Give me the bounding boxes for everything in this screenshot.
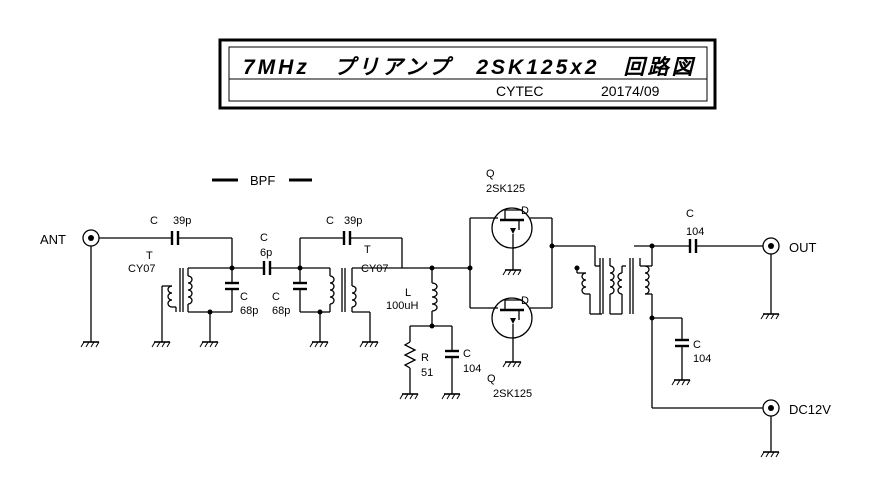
svg-text:2SK125: 2SK125 bbox=[486, 183, 525, 195]
svg-text:C: C bbox=[260, 232, 268, 244]
svg-text:68p: 68p bbox=[240, 305, 258, 317]
svg-text:51: 51 bbox=[421, 367, 433, 379]
cap-bypass-2: C 104 bbox=[671, 318, 711, 386]
ant-connector: ANT bbox=[40, 229, 100, 348]
bpf-label: BPF bbox=[250, 173, 275, 188]
cap-out: C 104 bbox=[686, 208, 704, 253]
svg-text:104: 104 bbox=[686, 226, 704, 238]
svg-text:CY07: CY07 bbox=[361, 263, 389, 275]
svg-text:C: C bbox=[686, 208, 694, 220]
svg-text:C: C bbox=[693, 339, 701, 351]
cap-39p-2: C 39p bbox=[326, 215, 362, 245]
resistor-r: R 51 bbox=[399, 326, 433, 400]
svg-text:D: D bbox=[521, 295, 529, 307]
page-title: 7MHz プリアンプ 2SK125x2 回路図 bbox=[243, 55, 696, 79]
dc-connector: DC12V bbox=[760, 399, 831, 458]
svg-text:6p: 6p bbox=[260, 247, 272, 259]
svg-text:T: T bbox=[364, 244, 371, 256]
svg-text:C: C bbox=[150, 215, 158, 227]
transformer-t2: T CY07 bbox=[300, 244, 402, 348]
svg-text:39p: 39p bbox=[344, 215, 362, 227]
cap-c-in: C 39p bbox=[150, 215, 191, 245]
dc-label: DC12V bbox=[789, 402, 831, 417]
out-connector: OUT bbox=[760, 237, 817, 320]
inductor-l: L 100uH bbox=[386, 268, 438, 326]
out-label: OUT bbox=[789, 240, 817, 255]
svg-text:T: T bbox=[146, 250, 153, 262]
svg-text:104: 104 bbox=[693, 353, 711, 365]
cap-68p-2: C 68p bbox=[272, 268, 307, 317]
svg-text:CY07: CY07 bbox=[128, 263, 156, 275]
svg-text:L: L bbox=[405, 287, 411, 299]
svg-text:104: 104 bbox=[463, 363, 481, 375]
bpf-marker: BPF bbox=[212, 173, 312, 188]
fet-q1: Q 2SK125 D bbox=[486, 168, 533, 276]
svg-text:Q: Q bbox=[486, 168, 495, 180]
cap-68p-1: C 68p bbox=[207, 268, 258, 317]
svg-text:39p: 39p bbox=[173, 215, 191, 227]
svg-text:2SK125: 2SK125 bbox=[493, 388, 532, 400]
maker-label: CYTEC bbox=[496, 83, 543, 99]
ant-label: ANT bbox=[40, 232, 66, 247]
svg-text:68p: 68p bbox=[272, 305, 290, 317]
svg-text:D: D bbox=[521, 205, 529, 217]
cap-bypass-1: C 104 bbox=[441, 326, 481, 400]
svg-text:C: C bbox=[326, 215, 334, 227]
svg-text:C: C bbox=[240, 291, 248, 303]
fet-q2: D Q 2SK125 bbox=[487, 295, 533, 400]
output-transformer bbox=[574, 246, 653, 318]
date-label: 20174/09 bbox=[601, 83, 660, 99]
transformer-t1: T CY07 bbox=[128, 250, 232, 348]
svg-text:100uH: 100uH bbox=[386, 300, 418, 312]
title-block: 7MHz プリアンプ 2SK125x2 回路図 CYTEC 20174/09 bbox=[218, 38, 717, 110]
svg-text:Q: Q bbox=[487, 373, 496, 385]
svg-text:R: R bbox=[421, 352, 429, 364]
svg-text:C: C bbox=[463, 348, 471, 360]
svg-text:C: C bbox=[272, 291, 280, 303]
